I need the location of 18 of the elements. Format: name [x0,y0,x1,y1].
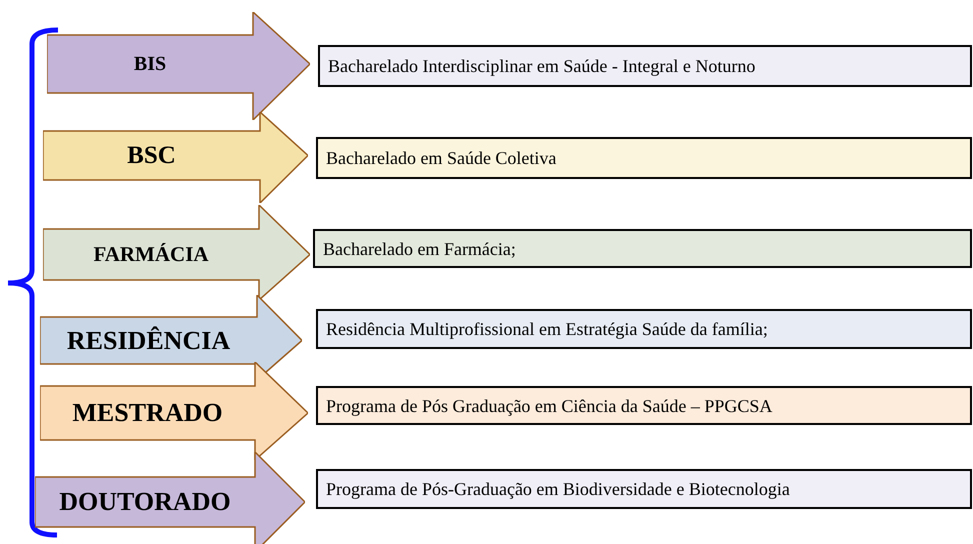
arrow-label: DOUTORADO [58,486,232,518]
arrow-label: MESTRADO [71,397,224,429]
box-text: Programa de Pós Graduação em Ciência da Saúde – PPGCSA [326,396,772,414]
arrow-label: FARMÁCIA [92,241,210,268]
text-box [318,45,972,87]
box-text: Programa de Pós-Graduação em Biodiversidade e Biotecnologia [326,480,790,498]
text-box [316,469,972,509]
text-box [313,229,972,268]
text-box [316,386,972,425]
text-box [316,309,972,349]
box-text: Bacharelado em Saúde Coletiva [326,149,556,167]
box-text: Bacharelado Interdisciplinar em Saúde - Integral e Noturno [328,57,756,75]
arrow-label: RESIDÊNCIA [66,324,232,356]
box-text: Bacharelado em Farmácia; [323,240,516,258]
box-text: Residência Multiprofissional em Estratégia Saúde da família; [326,320,768,338]
text-box [316,137,972,179]
arrow-label: BSC [126,141,177,171]
arrow-label: BIS [132,52,168,77]
